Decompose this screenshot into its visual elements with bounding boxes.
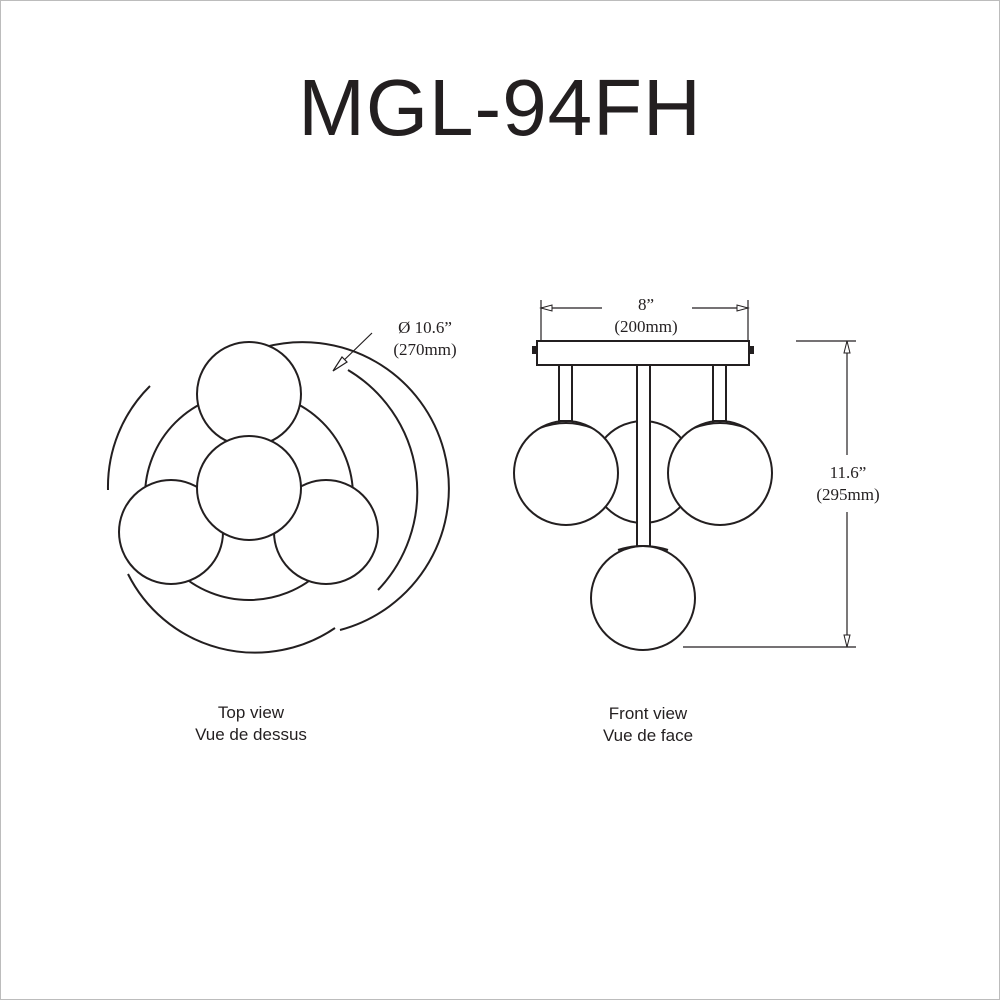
top-view-globe-top — [196, 341, 302, 447]
front-view-globe-bottom — [590, 545, 696, 651]
diameter-mm: (270mm) — [393, 340, 457, 359]
height-arrow-top — [843, 340, 851, 354]
top-view-drawing — [106, 332, 450, 654]
width-arrow-right — [736, 304, 750, 312]
canopy-screw-left — [532, 346, 537, 354]
width-inches: 8” — [637, 295, 655, 314]
diameter-inches: Ø 10.6” — [398, 318, 452, 337]
top-view-outer-arc-right-2 — [347, 369, 419, 591]
globe-left-cap — [539, 422, 593, 429]
top-view-outer-arc-right — [264, 341, 450, 631]
height-inches: 11.6” — [829, 463, 867, 482]
canopy-screw-right — [749, 346, 754, 354]
height-mm: (295mm) — [816, 485, 880, 504]
width-mm: (200mm) — [614, 317, 678, 336]
top-view-caption-fr: Vue de dessus — [195, 725, 307, 744]
rod-left — [558, 364, 573, 422]
front-view-width-label: 8” (200mm) — [596, 294, 696, 338]
top-view-caption: Top view Vue de dessus — [131, 702, 371, 746]
top-view-outer-arc-left — [106, 385, 151, 491]
top-view-globe-center — [196, 435, 302, 541]
rod-right — [712, 364, 727, 422]
globe-bottom-cap — [617, 545, 669, 551]
top-view-outer-arc-lower — [127, 573, 336, 654]
height-arrow-bottom — [843, 634, 851, 648]
rod-center — [636, 364, 651, 552]
front-view-globe-left — [513, 420, 619, 526]
front-view-height-label: 11.6” (295mm) — [800, 462, 896, 506]
globe-right-cap — [693, 422, 747, 429]
model-title: MGL-94FH — [298, 63, 702, 152]
front-view-canopy-plate — [536, 340, 750, 366]
front-view-caption-en: Front view — [608, 704, 688, 723]
front-view-caption-fr: Vue de face — [602, 726, 694, 745]
front-view-caption: Front view Vue de face — [528, 703, 768, 747]
top-view-diameter-label: Ø 10.6” (270mm) — [375, 317, 475, 361]
front-view-globe-right — [667, 420, 773, 526]
diameter-leader-arrowhead — [332, 356, 348, 372]
front-view-drawing — [513, 300, 856, 651]
width-arrow-left — [539, 304, 553, 312]
top-view-caption-en: Top view — [217, 703, 285, 722]
